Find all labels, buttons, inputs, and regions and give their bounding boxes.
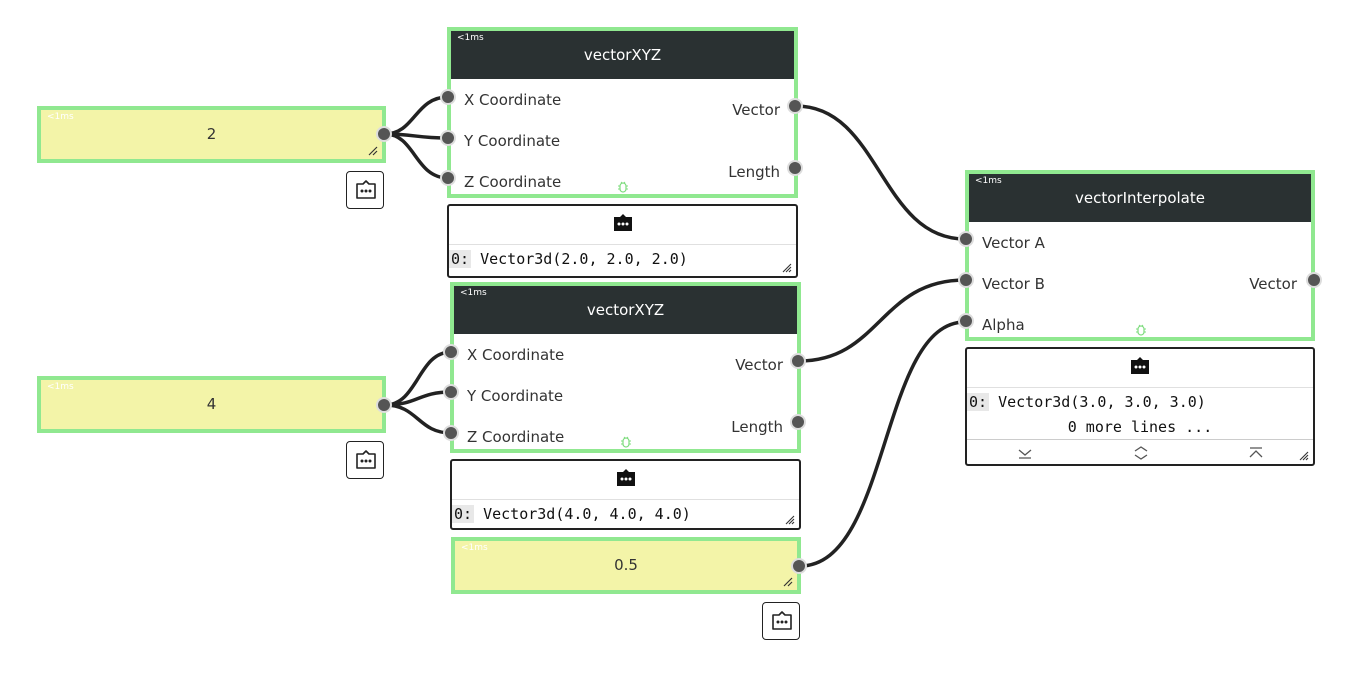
vector-xyz-node[interactable]: <1ms vectorXYZ X Coordinate Y Coordinate… (447, 27, 798, 198)
expand-icon[interactable] (1132, 446, 1150, 460)
output-label-vector: Vector (1249, 275, 1297, 293)
line-value: Vector3d(4.0, 4.0, 4.0) (483, 505, 691, 523)
output-label-vector: Vector (735, 356, 783, 374)
bug-icon[interactable] (1135, 323, 1147, 337)
line-value: Vector3d(2.0, 2.0, 2.0) (480, 250, 688, 268)
wire-alpha (798, 320, 967, 568)
viewer-bot-icon (356, 450, 376, 469)
timing-label: <1ms (457, 33, 484, 43)
resize-handle-icon[interactable] (368, 146, 378, 156)
output-port-vector[interactable] (790, 353, 806, 369)
output-label-vector: Vector (732, 101, 780, 119)
resize-handle-icon[interactable] (1299, 451, 1309, 461)
line-value: Vector3d(3.0, 3.0, 3.0) (998, 393, 1206, 411)
wire-const4-z (383, 403, 453, 435)
input-port-y[interactable] (440, 130, 456, 146)
viewer-bot-icon (613, 214, 632, 231)
timing-label: <1ms (461, 543, 488, 553)
input-port-z[interactable] (443, 425, 459, 441)
input-port-alpha[interactable] (958, 313, 974, 329)
viewer-bot-icon (356, 180, 376, 199)
input-port-vector-b[interactable] (958, 272, 974, 288)
bug-icon[interactable] (620, 435, 632, 449)
constant-value[interactable]: 4 (206, 395, 217, 413)
node-title: vectorXYZ (583, 46, 662, 64)
wire-const2-x (383, 95, 450, 136)
output-panel: 0: Vector3d(4.0, 4.0, 4.0) (450, 459, 801, 530)
constant-output-port[interactable] (376, 397, 392, 413)
line-index: 0: (967, 393, 990, 411)
viewer-bot-icon (616, 469, 635, 486)
wire-const4-y (383, 390, 453, 407)
output-port-vector[interactable] (1306, 272, 1322, 288)
constant-output-port[interactable] (376, 126, 392, 142)
input-port-y[interactable] (443, 384, 459, 400)
constant-value[interactable]: 2 (206, 125, 217, 143)
line-index: 0: (449, 250, 472, 268)
viewer-button[interactable] (346, 171, 384, 209)
output-label-length: Length (728, 163, 780, 181)
timing-label: <1ms (975, 176, 1002, 186)
input-port-vector-a[interactable] (958, 231, 974, 247)
constant-node[interactable]: <1ms 2 (37, 106, 386, 163)
timing-label: <1ms (47, 382, 74, 392)
viewer-button[interactable] (762, 602, 800, 640)
input-label-z: Z Coordinate (464, 173, 562, 191)
input-label-y: Y Coordinate (464, 132, 561, 150)
output-line: 0: Vector3d(3.0, 3.0, 3.0) (967, 393, 1206, 411)
viewer-bot-icon (772, 611, 792, 630)
input-label-x: X Coordinate (467, 346, 565, 364)
input-label-vector-a: Vector A (982, 234, 1045, 252)
input-label-vector-b: Vector B (982, 275, 1045, 293)
node-header[interactable]: <1ms vectorXYZ (454, 286, 797, 334)
input-label-z: Z Coordinate (467, 428, 565, 446)
input-label-alpha: Alpha (982, 316, 1025, 334)
viewer-bot-icon (1131, 357, 1149, 374)
timing-label: <1ms (47, 112, 74, 122)
resize-handle-icon[interactable] (782, 263, 792, 273)
wire-vecB (797, 278, 967, 363)
output-line: 0: Vector3d(2.0, 2.0, 2.0) (449, 250, 688, 268)
output-line: 0: Vector3d(4.0, 4.0, 4.0) (452, 505, 691, 523)
resize-handle-icon[interactable] (785, 515, 795, 525)
output-panel: 0: Vector3d(3.0, 3.0, 3.0) 0 more lines … (965, 347, 1315, 466)
resize-handle-icon[interactable] (783, 577, 793, 587)
constant-node[interactable]: <1ms 0.5 (451, 537, 801, 594)
node-title: vectorXYZ (586, 301, 665, 319)
node-title: vectorInterpolate (1075, 189, 1205, 207)
wire-const2-z (383, 132, 450, 180)
bug-icon[interactable] (617, 180, 629, 194)
scroll-top-icon[interactable] (1247, 446, 1265, 460)
output-panel: 0: Vector3d(2.0, 2.0, 2.0) (447, 204, 798, 278)
input-port-x[interactable] (443, 344, 459, 360)
node-header[interactable]: <1ms vectorXYZ (451, 31, 794, 79)
output-port-vector[interactable] (787, 98, 803, 114)
wire-const2-y (383, 132, 450, 140)
output-label-length: Length (731, 418, 783, 436)
wire-const4-x (383, 350, 453, 407)
vector-xyz-node[interactable]: <1ms vectorXYZ X Coordinate Y Coordinate… (450, 282, 801, 453)
constant-value[interactable]: 0.5 (614, 556, 638, 574)
collapse-icon[interactable] (1016, 446, 1034, 460)
input-port-x[interactable] (440, 89, 456, 105)
output-port-length[interactable] (787, 160, 803, 176)
input-label-y: Y Coordinate (467, 387, 564, 405)
constant-output-port[interactable] (791, 558, 807, 574)
output-port-length[interactable] (790, 414, 806, 430)
more-lines-label: 0 more lines ... (1067, 418, 1213, 436)
timing-label: <1ms (460, 288, 487, 298)
vector-interpolate-node[interactable]: <1ms vectorInterpolate Vector A Vector B… (965, 170, 1315, 341)
viewer-button[interactable] (346, 441, 384, 479)
line-index: 0: (452, 505, 475, 523)
constant-node[interactable]: <1ms 4 (37, 376, 386, 433)
input-port-z[interactable] (440, 170, 456, 186)
wire-vecA (794, 104, 967, 241)
node-header[interactable]: <1ms vectorInterpolate (969, 174, 1311, 222)
input-label-x: X Coordinate (464, 91, 562, 109)
